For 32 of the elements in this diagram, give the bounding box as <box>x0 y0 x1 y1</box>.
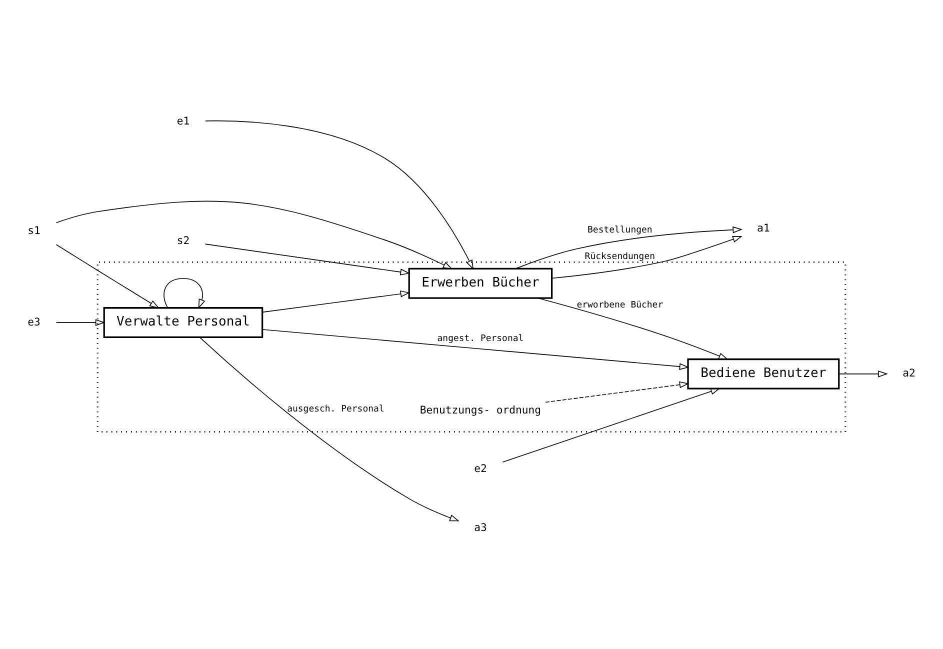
node-text: s1 <box>28 224 40 236</box>
node-text: e3 <box>28 316 40 328</box>
arrow <box>56 244 160 308</box>
arrow <box>515 226 743 269</box>
arrow <box>164 278 206 308</box>
arrow <box>56 318 106 326</box>
arrow <box>502 388 720 462</box>
edge-label: Rücksendungen <box>584 251 656 262</box>
node-text: s2 <box>176 234 190 246</box>
arrow <box>838 370 888 377</box>
node-text: a1 <box>757 222 770 234</box>
arrow <box>262 290 410 312</box>
edge-label: ausgesch. Personal <box>287 404 384 414</box>
node-text: Benutzungs- ordnung <box>420 404 542 416</box>
arrow <box>538 297 728 360</box>
edge-label: angest. Personal <box>437 334 524 344</box>
arrow <box>205 120 474 270</box>
arrow <box>56 200 453 269</box>
edge-label: Bestellungen <box>588 225 652 236</box>
node-text: a3 <box>474 521 487 534</box>
node-text: e1 <box>176 115 190 128</box>
node-text: a2 <box>902 367 916 380</box>
node-box: Bediene Benutzer <box>687 358 840 389</box>
arrow <box>262 328 690 370</box>
node-text: e2 <box>474 462 487 475</box>
arrow <box>199 336 460 521</box>
arrow <box>204 243 410 275</box>
node-box: Verwalte Personal <box>103 306 264 338</box>
arrow <box>545 380 690 402</box>
arrow <box>551 236 742 278</box>
edge-label: erworbene Bücher <box>576 300 664 310</box>
node-box: Erwerben Bücher <box>408 267 553 298</box>
